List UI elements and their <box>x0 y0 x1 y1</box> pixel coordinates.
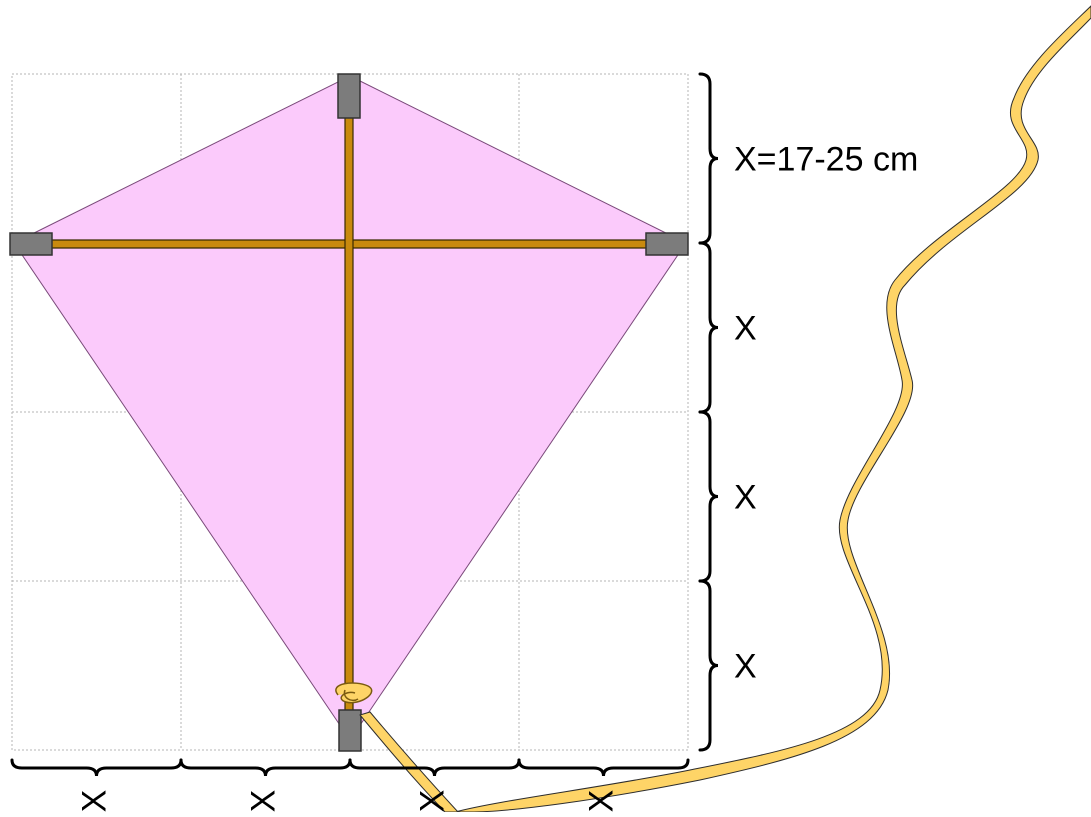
side-brace <box>698 410 719 583</box>
bow-knot-icon <box>335 682 373 704</box>
bottom-measurements <box>10 758 690 777</box>
side-label: X <box>734 310 757 348</box>
spar-end-caps <box>9 73 689 752</box>
spar-end-cap-icon <box>337 73 361 119</box>
side-label: X <box>734 648 757 686</box>
bottom-brace <box>348 758 521 777</box>
bottom-label: X <box>244 790 282 812</box>
side-brace <box>698 579 719 752</box>
side-measurements <box>698 72 719 752</box>
bottom-label: X <box>75 790 113 812</box>
side-labels: X=17-25 cm X X X <box>734 141 918 686</box>
bottom-brace <box>517 758 690 777</box>
side-label: X <box>734 479 757 517</box>
side-label: X=17-25 cm <box>734 141 918 179</box>
bottom-brace <box>10 758 183 777</box>
side-brace <box>698 72 719 245</box>
spar-end-cap-icon <box>645 232 689 256</box>
side-brace <box>698 241 719 414</box>
spar-end-cap-icon <box>338 709 362 752</box>
vertical-spar <box>344 99 354 726</box>
bottom-brace <box>179 758 352 777</box>
bottom-label: X <box>413 790 451 812</box>
bottom-label: X <box>582 790 620 812</box>
spar-end-cap-icon <box>9 232 53 256</box>
